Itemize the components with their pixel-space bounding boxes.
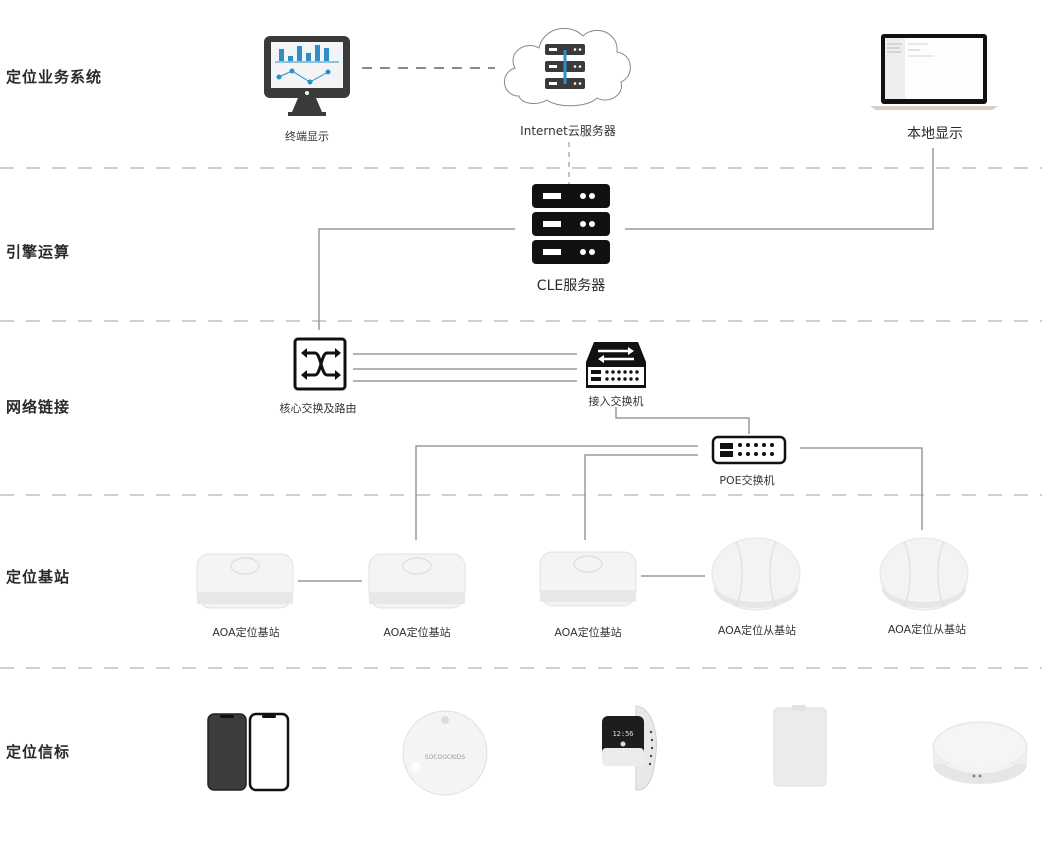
terminal-display-label: 终端显示 [285,130,329,143]
wristband-time: 12:56 [612,730,633,738]
aoa-station-icon [539,551,637,607]
layer-label-engine: 引擎运算 [6,243,71,261]
cle-server-label: CLE服务器 [536,278,606,294]
aoa-station-icon [368,553,466,609]
cle-server-icon [532,184,610,264]
core-switch-icon [293,337,347,391]
layer-label-stations: 定位基站 [6,568,71,586]
station-label: AOA定位基站 [554,626,622,639]
slave-station-label: AOA定位从基站 [887,623,967,636]
poe-switch-label: POE交换机 [719,474,775,487]
poe-station1-link [415,445,698,540]
poe-station2-link [584,454,698,540]
cloud-server-icon [504,27,631,107]
cloud-server-label: Internet云服务器 [520,124,616,138]
aoa-station-icon [196,553,294,609]
station-label: AOA定位基站 [383,626,451,639]
poe-station4-link [800,447,923,530]
puck-beacon-icon [932,721,1028,784]
smartphones-icon [207,712,290,792]
access-switch-icon [586,342,646,388]
cle-local-link [625,148,934,230]
aoa-slave-station-icon [711,537,801,611]
access-poe-link [615,407,750,434]
card-beacon-icon [773,705,827,787]
round-beacon-icon: SOCOOCKIDS [402,710,488,796]
core-switch-label: 核心交换及路由 [279,402,357,415]
slave-station-label: AOA定位从基站 [717,624,797,637]
local-display-label: 本地显示 [907,126,963,142]
layer-label-business: 定位业务系统 [6,68,103,86]
aoa-slave-station-icon [879,537,969,611]
layer-label-beacons: 定位信标 [6,743,71,761]
cle-core-link [318,228,515,330]
access-switch-label: 接入交换机 [588,395,644,408]
station-label: AOA定位基站 [212,626,280,639]
wristband-icon: 12:56 [602,705,657,791]
laptop-icon [870,34,998,110]
monitor-icon [264,36,350,116]
layer-label-network: 网络链接 [6,398,71,416]
beacon-brand-text: SOCOOCKIDS [425,754,466,761]
poe-switch-icon [711,435,787,465]
